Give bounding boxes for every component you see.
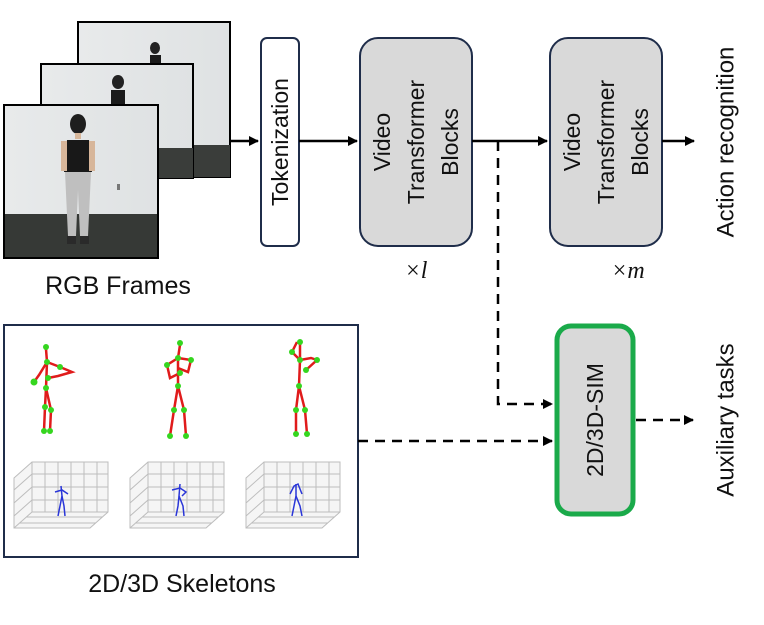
sim-module-label: 2D/3D-SIM <box>582 363 608 477</box>
skeleton-2d-3 <box>289 339 320 437</box>
auxiliary-tasks-label: Auxiliary tasks <box>713 343 740 496</box>
block1-line-3: Blocks <box>437 108 463 176</box>
skeleton-3d-1 <box>13 461 109 529</box>
sim-module-box <box>554 323 636 517</box>
skeleton-3d-2 <box>129 461 225 529</box>
skeleton-3d-3 <box>245 461 341 529</box>
block1-line-1: Video <box>369 113 395 171</box>
action-recognition-label: Action recognition <box>713 47 740 238</box>
block2-line-3: Blocks <box>627 108 653 176</box>
tokenization-label: Tokenization <box>267 78 293 206</box>
block1-text-group: Video Transformer Blocks <box>369 79 463 204</box>
block2-line-2: Transformer <box>593 79 619 204</box>
auxiliary-flow-arrows <box>358 141 694 446</box>
skeleton-2d-2 <box>164 340 194 439</box>
block1-repeat-label: ×l <box>405 258 428 284</box>
block2-line-1: Video <box>559 113 585 171</box>
block2-text-group: Video Transformer Blocks <box>559 79 653 204</box>
rgb-frames-label: RGB Frames <box>45 272 191 300</box>
rgb-frame-front <box>3 104 159 259</box>
skeletons-label: 2D/3D Skeletons <box>88 570 276 598</box>
skeleton-2d-1 <box>30 344 76 434</box>
block1-line-2: Transformer <box>403 79 429 204</box>
dashed-branch-from-block1 <box>496 141 553 409</box>
block2-repeat-label: ×m <box>611 258 645 284</box>
